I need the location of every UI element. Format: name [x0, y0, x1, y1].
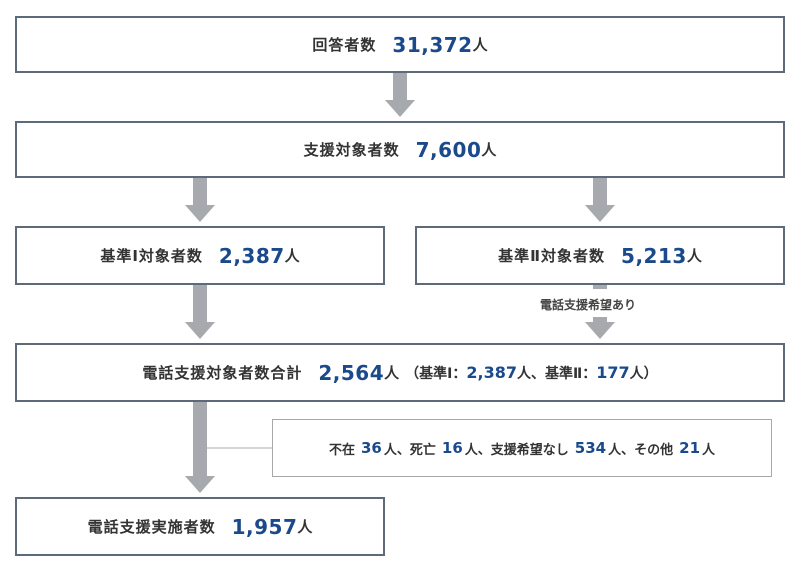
breakdown-c1-unit: 人、	[516, 365, 545, 382]
respondents-unit: 人	[472, 36, 488, 54]
support-targets-box: 支援対象者数 7,600 人	[15, 121, 785, 178]
arrow-down-icon	[385, 73, 415, 117]
respondents-label: 回答者数	[312, 36, 377, 54]
nowish-unit: 人、	[608, 442, 635, 458]
absent-unit: 人、	[383, 442, 410, 458]
respondents-value: 31,372	[392, 32, 473, 57]
death-value: 16	[441, 439, 463, 457]
phone-done-unit: 人	[297, 518, 313, 536]
other-unit: 人	[702, 442, 716, 458]
criteria1-unit: 人	[284, 247, 300, 265]
death-unit: 人、	[464, 442, 491, 458]
phone-done-box: 電話支援実施者数 1,957 人	[15, 497, 385, 556]
phone-total-unit: 人	[384, 364, 400, 382]
arrow-down-icon	[585, 178, 615, 222]
breakdown-c2-value: 177	[596, 362, 630, 382]
breakdown-c2-label: 基準Ⅱ：	[544, 365, 597, 382]
other-label: その他	[634, 442, 674, 458]
arrow-down-icon	[185, 402, 215, 493]
criteria2-unit: 人	[686, 247, 702, 265]
nowish-value: 534	[574, 439, 607, 457]
condition-label: 電話支援希望あり	[540, 298, 637, 312]
criteria2-value: 5,213	[621, 243, 687, 268]
paren-close: ）	[643, 365, 658, 382]
absent-label: 不在	[328, 442, 355, 458]
absent-value: 36	[360, 439, 382, 457]
criteria1-value: 2,387	[218, 243, 285, 268]
phone-done-value: 1,957	[231, 514, 298, 539]
support-targets-label: 支援対象者数	[303, 141, 400, 159]
nowish-label: 支援希望なし	[490, 442, 569, 458]
phone-done-label: 電話支援実施者数	[87, 518, 216, 536]
arrow-down-icon	[185, 178, 215, 222]
criteria1-box: 基準Ⅰ対象者数 2,387 人	[15, 226, 385, 285]
criteria1-label: 基準Ⅰ対象者数	[100, 247, 203, 265]
breakdown-c1-value: 2,387	[466, 362, 517, 382]
arrow-down-icon	[585, 285, 615, 339]
criteria2-label: 基準Ⅱ対象者数	[498, 247, 606, 265]
other-value: 21	[679, 439, 701, 457]
arrow-down-icon	[185, 285, 215, 339]
phone-total-value: 2,564	[318, 360, 385, 385]
breakdown-c2-unit: 人	[629, 365, 644, 382]
respondents-box: 回答者数 31,372 人	[15, 16, 785, 73]
death-label: 死亡	[409, 442, 436, 458]
phone-total-label: 電話支援対象者数合計	[142, 364, 303, 382]
phone-total-breakdown: （基準Ⅰ：2,387人、基準Ⅱ：177人）	[405, 363, 657, 383]
support-targets-value: 7,600	[415, 137, 482, 162]
criteria2-box: 基準Ⅱ対象者数 5,213 人	[415, 226, 785, 285]
phone-total-box: 電話支援対象者数合計 2,564 人 （基準Ⅰ：2,387人、基準Ⅱ：177人）	[15, 343, 785, 402]
paren-open: （	[405, 365, 420, 382]
support-targets-unit: 人	[481, 141, 497, 159]
breakdown-c1-label: 基準Ⅰ：	[419, 365, 467, 382]
